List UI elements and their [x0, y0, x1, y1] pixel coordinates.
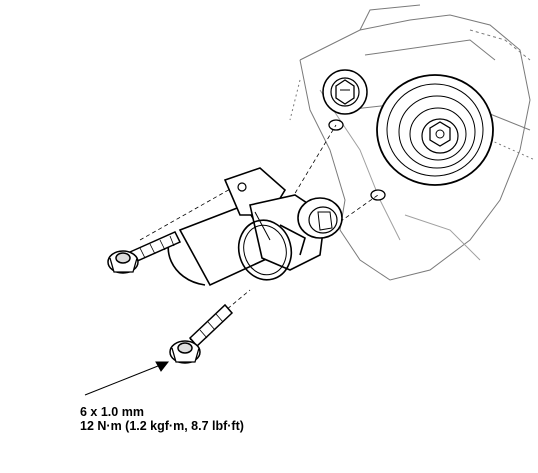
engine-bolt-boss	[322, 69, 368, 115]
torque-spec-label: 12 N·m (1.2 kgf·m, 8.7 lbf·ft)	[80, 419, 244, 433]
callout-leader-arrow	[84, 361, 170, 396]
retaining-clip	[237, 219, 306, 281]
idler-pulley	[376, 74, 494, 186]
lower-bolt	[169, 303, 234, 364]
bolt-size-label: 6 x 1.0 mm	[80, 405, 144, 419]
upper-bolt	[107, 231, 182, 274]
auto-tensioner	[167, 167, 343, 287]
